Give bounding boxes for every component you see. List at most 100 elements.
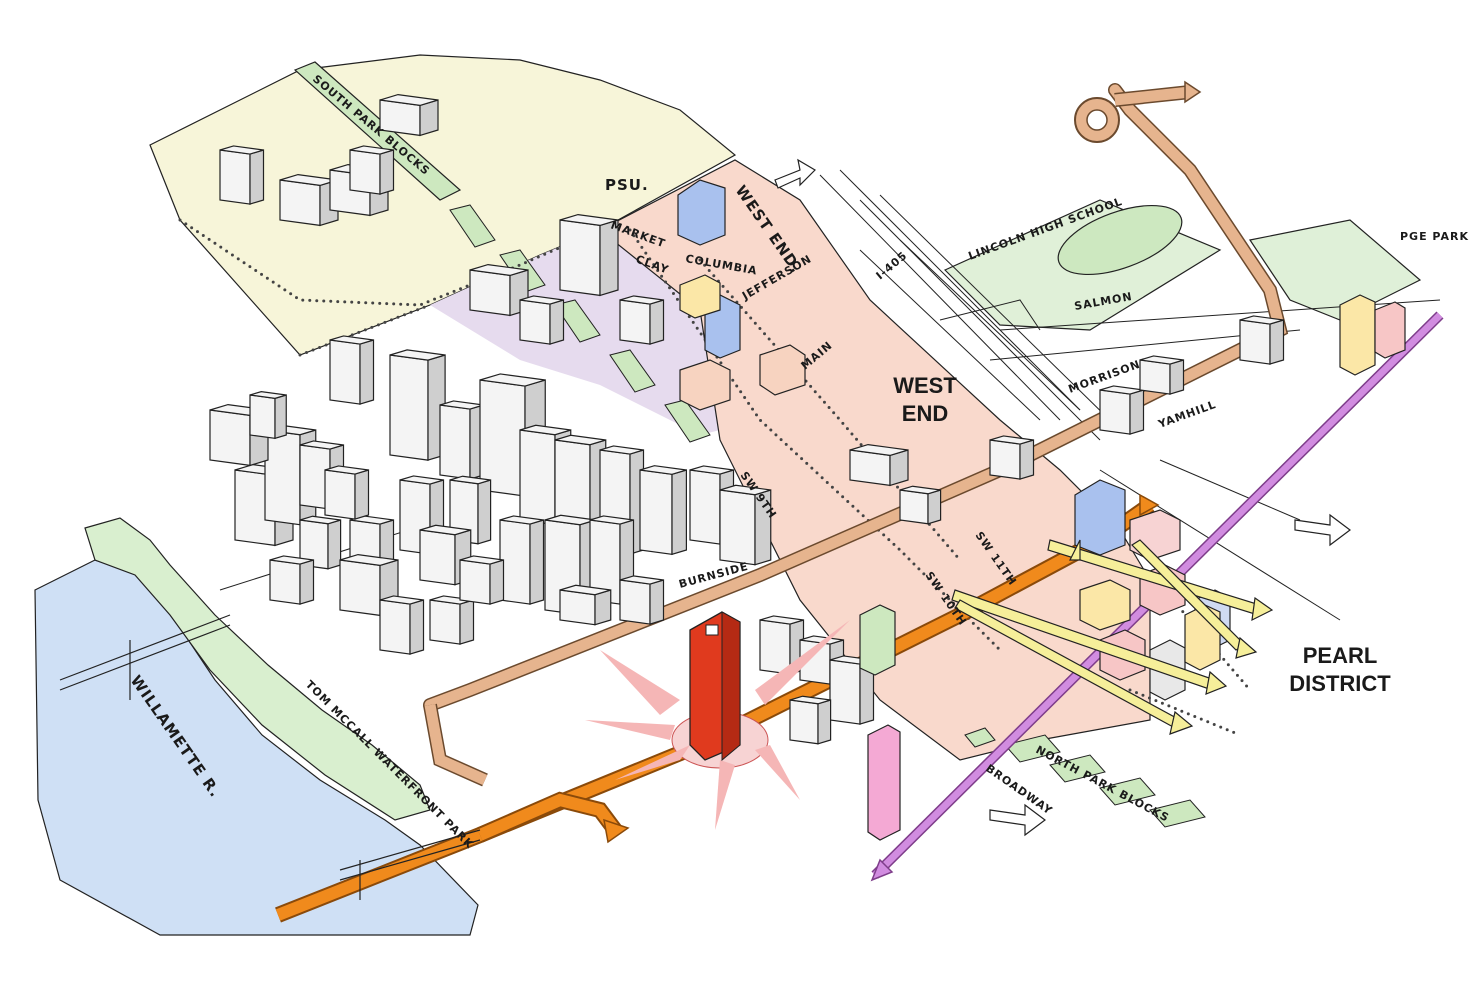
building-block	[989, 439, 1021, 480]
building-block	[439, 404, 471, 480]
building-block-roof	[379, 93, 439, 107]
blue-towers	[677, 179, 1126, 556]
building-block-roof	[554, 434, 606, 446]
building-block	[269, 559, 301, 605]
building-block	[789, 699, 819, 745]
building-block	[519, 429, 556, 526]
outbound-arrows	[774, 158, 1351, 837]
building-block-side	[649, 579, 665, 625]
building-block	[619, 299, 651, 345]
building-block-roof	[219, 145, 264, 155]
building-block-roof	[759, 615, 804, 625]
building-block-roof	[379, 595, 424, 605]
building-block-roof	[619, 295, 664, 305]
building-block-side	[419, 99, 439, 137]
building-block-roof	[519, 295, 564, 305]
building-block	[219, 149, 251, 205]
building-block-side	[359, 339, 375, 405]
building-block-roof	[479, 373, 546, 387]
building-block-roof	[619, 575, 664, 585]
building-block-roof	[849, 443, 909, 457]
north-park-blocks	[964, 727, 1206, 828]
building-block-side	[459, 599, 475, 645]
pge-park-zone	[1249, 219, 1422, 321]
building-block-side	[379, 149, 395, 195]
building-block-roof	[559, 213, 619, 227]
building-block	[689, 469, 721, 545]
building-block-side	[671, 469, 687, 556]
building-block-roof	[269, 555, 314, 565]
building-block	[479, 379, 526, 497]
building-block-roof	[389, 349, 446, 361]
i405-label: I-405	[874, 249, 910, 283]
building-block	[1239, 319, 1271, 365]
building-block	[899, 489, 929, 525]
building-block-side	[249, 149, 265, 205]
building-block-side	[594, 589, 612, 626]
waterfront-park-zone	[84, 517, 431, 821]
building-block-roof	[599, 445, 644, 455]
pge-park-label: PGE PARK	[1400, 230, 1469, 243]
i405-freeway	[859, 239, 1081, 421]
building-block	[264, 429, 301, 526]
building-block-roof	[249, 391, 287, 399]
building-block-side	[299, 559, 315, 605]
building-block-roof	[899, 485, 941, 495]
pink-tower	[867, 724, 901, 841]
building-block	[559, 589, 596, 626]
building-block-side	[1129, 389, 1145, 435]
downtown-buildings	[209, 93, 1285, 745]
building-block	[519, 299, 551, 345]
building-block-roof	[469, 263, 529, 277]
building-block-roof	[299, 440, 344, 450]
building-block	[459, 559, 491, 605]
yamhill-street-label: YAMHILL	[1156, 398, 1218, 431]
building-block	[249, 394, 276, 440]
building-block-roof	[329, 335, 374, 345]
building-block	[499, 519, 531, 605]
building-block	[349, 149, 381, 195]
building-block-roof	[419, 524, 471, 536]
building-block	[279, 179, 321, 227]
building-block-side	[549, 299, 565, 345]
building-block	[209, 409, 251, 467]
park-block-chain	[449, 204, 711, 443]
pearl-connectors	[951, 539, 1274, 735]
building-block	[419, 529, 456, 586]
building-block-roof	[689, 465, 734, 475]
pearl-buildings	[679, 274, 1406, 701]
building-block-side	[1169, 359, 1185, 395]
building-block-side	[274, 394, 287, 440]
building-block-roof	[719, 484, 771, 496]
building-block	[829, 659, 861, 725]
building-block	[1139, 359, 1171, 395]
building-block	[389, 354, 429, 461]
building-block-side	[529, 519, 545, 605]
building-block-roof	[459, 555, 504, 565]
building-block-side	[1019, 439, 1035, 480]
building-block-roof	[324, 465, 369, 475]
red-tower	[585, 611, 850, 830]
bridge	[59, 614, 481, 900]
building-block-roof	[519, 424, 571, 436]
building-block-roof	[639, 465, 687, 475]
building-block	[324, 469, 356, 520]
building-block-side	[489, 559, 505, 605]
north-park-blocks-label: NORTH PARK BLOCKS	[1034, 743, 1172, 825]
building-block	[719, 489, 756, 566]
building-block	[469, 269, 511, 317]
building-block	[849, 449, 891, 487]
building-block-roof	[499, 515, 544, 525]
building-block-side	[649, 299, 665, 345]
building-block-side	[1269, 319, 1285, 365]
building-block	[639, 469, 673, 556]
building-block	[329, 339, 361, 405]
broadway-label: BROADWAY	[983, 762, 1055, 818]
building-block-roof	[449, 475, 491, 485]
building-block	[559, 219, 601, 297]
building-block-side	[354, 469, 370, 520]
building-block	[379, 599, 411, 655]
building-block-side	[817, 699, 832, 745]
